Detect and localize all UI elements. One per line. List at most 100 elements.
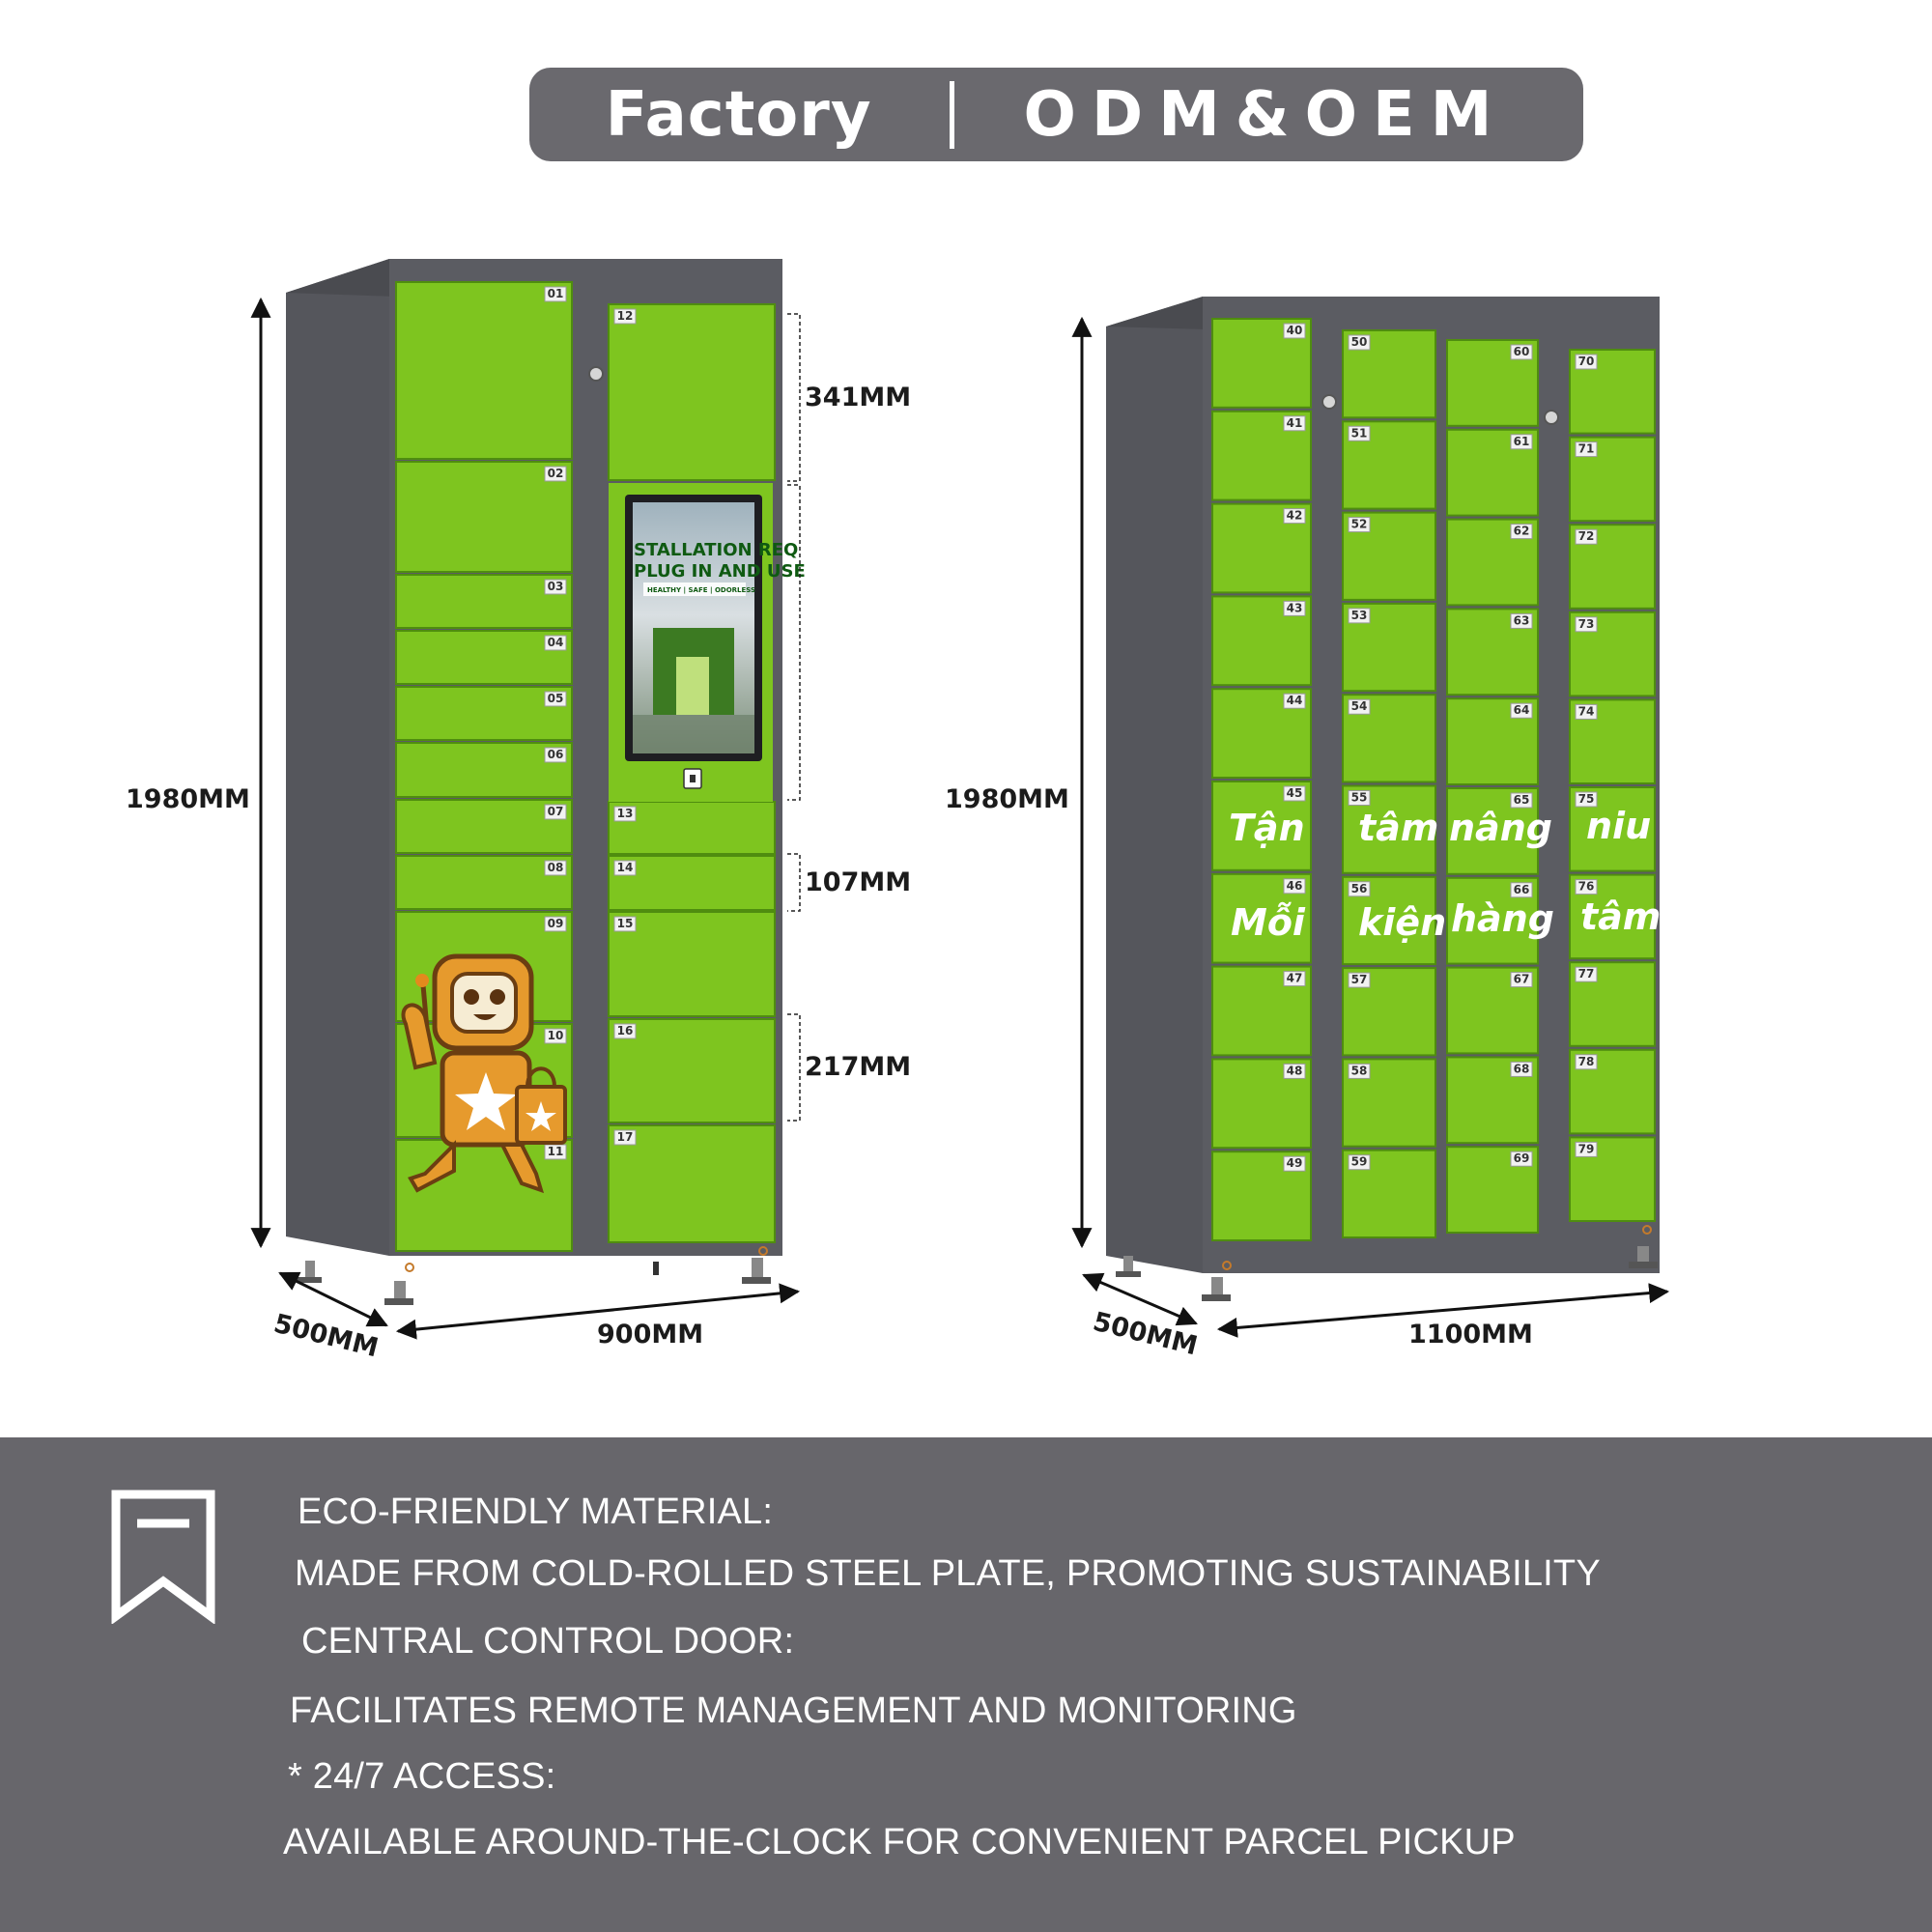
lock-knob-icon[interactable] [1544, 410, 1559, 425]
lock-knob-icon[interactable] [588, 366, 604, 382]
screw-icon [1222, 1261, 1232, 1270]
left-locker-side [286, 259, 389, 1256]
screw-icon [758, 1246, 768, 1256]
locker-door[interactable]: 50 [1342, 329, 1436, 419]
locker-door[interactable]: 79 [1569, 1136, 1656, 1223]
locker-door[interactable]: 57 [1342, 967, 1436, 1057]
slogan-word: Mỗi [1231, 901, 1306, 944]
locker-door[interactable]: 16 [608, 1018, 776, 1123]
door-number-label: 51 [1351, 426, 1368, 440]
locker-door[interactable]: 14 [608, 855, 776, 911]
locker-door[interactable]: 61 [1446, 428, 1539, 517]
door-number-label: 43 [1287, 601, 1303, 614]
locker-door-panel [395, 855, 573, 910]
locker-door[interactable]: 62 [1446, 518, 1539, 607]
locker-door[interactable]: 07 [395, 799, 573, 854]
locker-door-panel [608, 1124, 776, 1243]
locker-door[interactable]: 63 [1446, 608, 1539, 696]
locker-door[interactable]: 52 [1342, 511, 1436, 601]
locker-door[interactable]: 15 [608, 911, 776, 1017]
locker-door[interactable]: 02 [395, 461, 573, 573]
locker-door[interactable]: 73 [1569, 611, 1656, 697]
locker-door[interactable]: 59 [1342, 1149, 1436, 1238]
door-number-label: 65 [1514, 793, 1530, 807]
locker-door[interactable]: 68 [1446, 1056, 1539, 1145]
locker-door[interactable]: 53 [1342, 602, 1436, 693]
door-number-label: 70 [1578, 355, 1595, 368]
locker-door-panel [395, 630, 573, 685]
locker-door[interactable]: 51 [1342, 420, 1436, 510]
locker-door[interactable]: 04 [395, 630, 573, 685]
door-number-plate [1348, 881, 1371, 897]
door-number-plate [1283, 971, 1306, 987]
locker-door[interactable]: 75 [1569, 786, 1656, 872]
door-number-label: 03 [548, 580, 564, 593]
right-depth-label: 500MM [1090, 1307, 1200, 1362]
locker-door[interactable]: 64 [1446, 697, 1539, 786]
locker-door[interactable]: 49 [1211, 1151, 1312, 1241]
locker-door[interactable]: 78 [1569, 1048, 1656, 1135]
door-number-plate [1283, 1155, 1306, 1172]
locker-door[interactable]: 06 [395, 742, 573, 798]
locker-door[interactable]: 41 [1211, 410, 1312, 501]
locker-door[interactable]: 05 [395, 686, 573, 741]
lock-knob-icon[interactable] [1321, 394, 1337, 410]
locker-door[interactable]: 55 [1342, 784, 1436, 874]
locker-door[interactable]: 76 [1569, 873, 1656, 960]
locker-door[interactable]: 11 [395, 1139, 573, 1252]
title-banner: Factory ODM&OEM [529, 68, 1583, 161]
left-locker-foot [305, 1261, 315, 1280]
locker-door[interactable]: 72 [1569, 524, 1656, 610]
door-number-label: 41 [1287, 416, 1303, 430]
locker-door[interactable]: 74 [1569, 698, 1656, 785]
locker-door[interactable]: 70 [1569, 349, 1656, 435]
locker-door[interactable]: 43 [1211, 595, 1312, 687]
door-number-plate [544, 635, 567, 651]
robot-mascot-icon [401, 953, 567, 1194]
width-dimension-line [1216, 1283, 1670, 1338]
locker-door[interactable]: 58 [1342, 1058, 1436, 1148]
locker-door[interactable]: 13 [608, 801, 776, 855]
door-number-plate [1575, 966, 1598, 982]
door-number-plate [1283, 785, 1306, 802]
locker-door[interactable]: 54 [1342, 694, 1436, 783]
locker-door[interactable]: 12 [608, 303, 776, 481]
locker-door[interactable]: 77 [1569, 961, 1656, 1047]
door-number-label: 57 [1351, 973, 1368, 986]
door-number-plate [1575, 1141, 1598, 1157]
door-number-plate [1283, 693, 1306, 709]
locker-door[interactable]: 71 [1569, 436, 1656, 523]
door-number-plate [1575, 703, 1598, 720]
left-locker-foot [653, 1262, 659, 1275]
right-locker-foot-base [1116, 1271, 1141, 1277]
locker-door[interactable]: 45 [1211, 781, 1312, 871]
locker-door[interactable]: 47 [1211, 965, 1312, 1057]
locker-door[interactable]: 67 [1446, 966, 1539, 1055]
locker-door[interactable]: 44 [1211, 688, 1312, 780]
locker-door[interactable]: 65 [1446, 787, 1539, 875]
feature-desc-access: AVAILABLE AROUND-THE-CLOCK FOR CONVENIEN… [283, 1822, 1516, 1862]
left-locker-foot [394, 1281, 406, 1300]
door-number-label: 11 [548, 1145, 564, 1158]
locker-door[interactable]: 42 [1211, 502, 1312, 594]
locker-door[interactable]: 03 [395, 574, 573, 629]
locker-door[interactable]: 17 [608, 1124, 776, 1243]
locker-door[interactable]: 01 [395, 281, 573, 460]
locker-door[interactable]: 46 [1211, 872, 1312, 964]
door-number-label: 72 [1578, 529, 1595, 543]
scanner-lens [690, 775, 696, 782]
locker-door[interactable]: 60 [1446, 339, 1539, 427]
bracket-screen [787, 484, 801, 801]
locker-door[interactable]: 66 [1446, 876, 1539, 965]
locker-door[interactable]: 48 [1211, 1058, 1312, 1150]
locker-door-panel [395, 574, 573, 629]
locker-door[interactable]: 40 [1211, 318, 1312, 409]
screen-locker-door [676, 657, 709, 715]
locker-door[interactable]: 08 [395, 855, 573, 910]
feature-title-eco: ECO-FRIENDLY MATERIAL: [298, 1492, 774, 1532]
door-number-plate [1575, 879, 1598, 895]
door-number-plate [1575, 441, 1598, 458]
locker-door[interactable]: 56 [1342, 875, 1436, 966]
locker-door[interactable]: 69 [1446, 1146, 1539, 1234]
